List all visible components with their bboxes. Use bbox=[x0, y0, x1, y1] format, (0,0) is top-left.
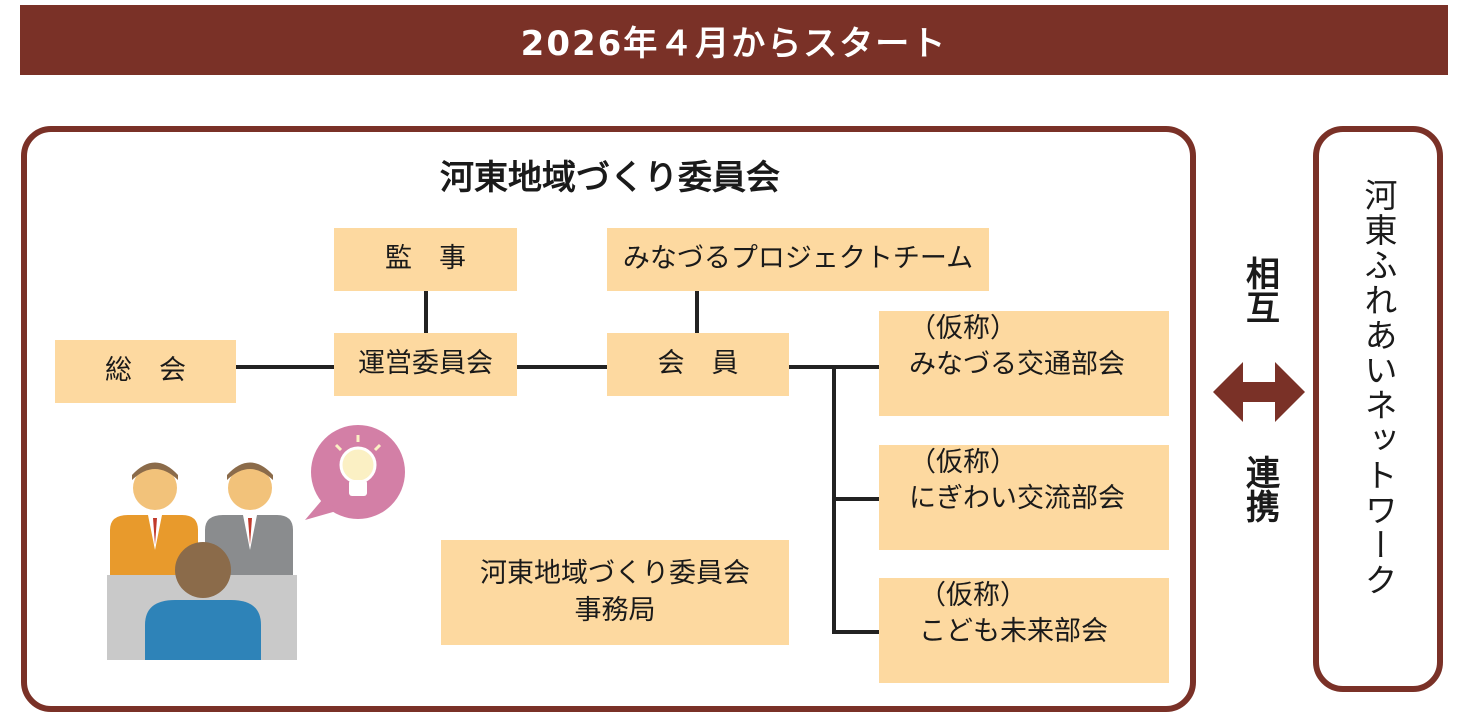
network-name: 河東ふれあいネットワーク bbox=[1359, 178, 1398, 598]
project-team-box: みなづるプロジェクトチーム bbox=[607, 228, 989, 291]
lightbulb-icon bbox=[305, 425, 405, 520]
committee-frame bbox=[21, 126, 1196, 712]
link-label-bottom: 連 携 bbox=[1246, 454, 1280, 528]
meeting-people-icon bbox=[107, 425, 405, 660]
subcommittee-box: （仮称） にぎわい交流部会 bbox=[879, 445, 1169, 550]
subcommittee-name: こども未来部会 bbox=[919, 616, 1108, 648]
members-label: 会 員 bbox=[657, 348, 739, 380]
committee-title: 河東地域づくり委員会 bbox=[440, 158, 780, 198]
subcommittee-box: （仮称） こども未来部会 bbox=[879, 578, 1169, 683]
secretariat-box: 河東地域づくり委員会 事務局 bbox=[441, 540, 789, 645]
general-assembly-label: 総 会 bbox=[105, 355, 186, 387]
auditor-label: 監 事 bbox=[385, 243, 466, 275]
connector-branch-2 bbox=[832, 497, 879, 501]
subcommittee-box: （仮称） みなづる交通部会 bbox=[879, 311, 1169, 416]
subcommittee-prefix: （仮称） bbox=[909, 313, 1017, 344]
general-assembly-box: 総 会 bbox=[55, 340, 236, 403]
network-frame bbox=[1313, 126, 1443, 692]
subcommittee-prefix: （仮称） bbox=[909, 447, 1017, 478]
connector-steering-members bbox=[517, 365, 607, 369]
project-team-label: みなづるプロジェクトチーム bbox=[622, 243, 974, 275]
subcommittee-name: みなづる交通部会 bbox=[909, 349, 1125, 381]
subcommittee-prefix: （仮称） bbox=[919, 580, 1027, 611]
connector-assembly bbox=[236, 365, 334, 369]
double-arrow-icon bbox=[1213, 362, 1305, 422]
connector-project bbox=[695, 291, 699, 333]
secretariat-line1: 河東地域づくり委員会 bbox=[480, 558, 750, 590]
secretariat-line2: 事務局 bbox=[574, 594, 656, 626]
auditor-box: 監 事 bbox=[334, 228, 517, 291]
subcommittee-name: にぎわい交流部会 bbox=[909, 483, 1125, 515]
members-box: 会 員 bbox=[607, 333, 789, 396]
steering-committee-box: 運営委員会 bbox=[334, 333, 517, 396]
connector-branch-3 bbox=[832, 630, 879, 634]
steering-committee-label: 運営委員会 bbox=[358, 348, 493, 380]
connector-auditor bbox=[424, 291, 428, 333]
link-label-top: 相 互 bbox=[1246, 255, 1280, 329]
header-banner: 2026年４月からスタート bbox=[20, 5, 1448, 75]
